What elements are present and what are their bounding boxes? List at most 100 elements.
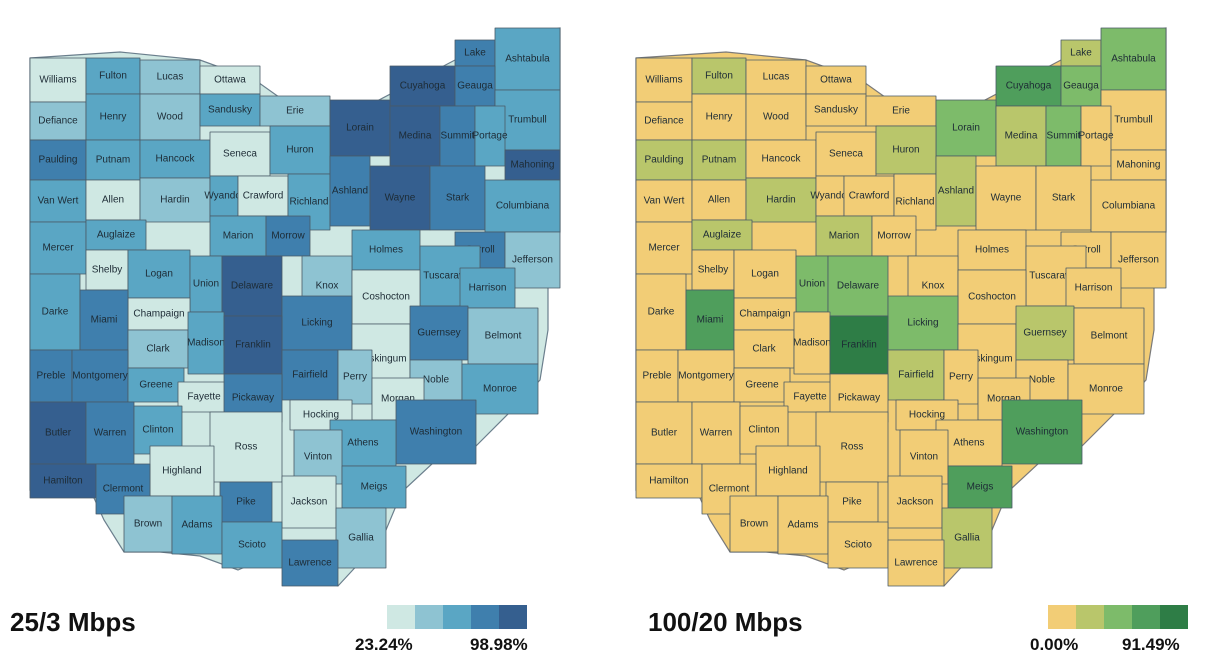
county-madison[interactable]: Madison — [187, 311, 225, 375]
county-shape[interactable] — [887, 349, 945, 401]
county-shape[interactable] — [29, 101, 87, 141]
county-fayette[interactable]: Fayette — [177, 381, 231, 413]
county-shelby[interactable]: Shelby — [691, 249, 735, 291]
county-pike[interactable]: Pike — [825, 481, 879, 523]
county-belmont[interactable]: Belmont — [1073, 307, 1145, 365]
county-montgomery[interactable]: Montgomery — [71, 349, 129, 403]
county-lucas[interactable]: Lucas — [745, 59, 807, 95]
county-shape[interactable] — [29, 57, 87, 103]
county-henry[interactable]: Henry — [85, 93, 141, 141]
county-crawford[interactable]: Crawford — [237, 175, 289, 217]
county-brown[interactable]: Brown — [123, 495, 173, 553]
county-champaign[interactable]: Champaign — [733, 297, 797, 331]
county-shape[interactable] — [395, 399, 477, 465]
county-washington[interactable]: Washington — [395, 399, 477, 465]
county-wood[interactable]: Wood — [745, 93, 807, 141]
county-shape[interactable] — [733, 249, 797, 299]
county-shape[interactable] — [337, 349, 373, 405]
county-shape[interactable] — [829, 315, 889, 375]
county-shape[interactable] — [389, 105, 441, 167]
county-shape[interactable] — [691, 249, 735, 291]
county-lawrence[interactable]: Lawrence — [887, 539, 945, 587]
county-stark[interactable]: Stark — [429, 165, 486, 231]
county-ashland[interactable]: Ashland — [935, 155, 977, 227]
county-shape[interactable] — [1100, 27, 1167, 91]
county-shape[interactable] — [1001, 399, 1083, 465]
county-ottawa[interactable]: Ottawa — [805, 65, 867, 95]
county-shape[interactable] — [691, 93, 747, 141]
county-lake[interactable]: Lake — [454, 39, 496, 67]
county-shape[interactable] — [1035, 165, 1092, 231]
county-summit[interactable]: Summit — [1045, 105, 1082, 167]
county-shape[interactable] — [79, 289, 129, 351]
county-shape[interactable] — [199, 65, 261, 95]
county-holmes[interactable]: Holmes — [957, 229, 1027, 271]
county-shape[interactable] — [139, 59, 201, 95]
county-union[interactable]: Union — [189, 255, 223, 313]
county-williams[interactable]: Williams — [635, 57, 693, 103]
county-ashtabula[interactable]: Ashtabula — [1100, 27, 1167, 91]
county-auglaize[interactable]: Auglaize — [691, 219, 753, 251]
county-wayne[interactable]: Wayne — [369, 165, 431, 231]
county-shape[interactable] — [29, 349, 73, 403]
county-sandusky[interactable]: Sandusky — [805, 93, 867, 127]
county-holmes[interactable]: Holmes — [351, 229, 421, 271]
county-mercer[interactable]: Mercer — [29, 221, 87, 275]
county-shape[interactable] — [29, 179, 87, 223]
county-shape[interactable] — [293, 429, 343, 485]
county-gallia[interactable]: Gallia — [941, 507, 993, 569]
county-shape[interactable] — [935, 155, 977, 227]
county-shape[interactable] — [127, 297, 191, 331]
county-guernsey[interactable]: Guernsey — [1015, 305, 1075, 361]
county-shape[interactable] — [504, 231, 561, 289]
county-meigs[interactable]: Meigs — [947, 465, 1013, 509]
county-shelby[interactable]: Shelby — [85, 249, 129, 291]
county-shape[interactable] — [815, 131, 877, 177]
county-marion[interactable]: Marion — [209, 215, 267, 257]
county-shape[interactable] — [269, 125, 331, 175]
county-shape[interactable] — [793, 311, 831, 375]
county-erie[interactable]: Erie — [865, 95, 937, 127]
county-seneca[interactable]: Seneca — [815, 131, 877, 177]
county-shape[interactable] — [329, 155, 371, 227]
county-montgomery[interactable]: Montgomery — [677, 349, 735, 403]
county-shape[interactable] — [691, 139, 747, 181]
county-hardin[interactable]: Hardin — [139, 177, 211, 223]
county-lawrence[interactable]: Lawrence — [281, 539, 339, 587]
county-harrison[interactable]: Harrison — [459, 267, 516, 309]
county-perry[interactable]: Perry — [943, 349, 979, 405]
county-cuyahoga[interactable]: Cuyahoga — [995, 65, 1062, 107]
county-shape[interactable] — [127, 329, 189, 369]
county-jackson[interactable]: Jackson — [281, 475, 337, 529]
county-harrison[interactable]: Harrison — [1065, 267, 1122, 309]
county-lorain[interactable]: Lorain — [329, 99, 391, 157]
county-henry[interactable]: Henry — [691, 93, 747, 141]
county-shape[interactable] — [1110, 149, 1167, 181]
county-huron[interactable]: Huron — [875, 125, 937, 175]
county-shape[interactable] — [389, 65, 456, 107]
county-shape[interactable] — [745, 139, 817, 179]
county-shape[interactable] — [635, 179, 693, 223]
county-shape[interactable] — [123, 495, 173, 553]
county-shape[interactable] — [805, 65, 867, 95]
county-erie[interactable]: Erie — [259, 95, 331, 127]
county-shape[interactable] — [1060, 39, 1102, 67]
county-shape[interactable] — [975, 165, 1037, 231]
county-meigs[interactable]: Meigs — [341, 465, 407, 509]
county-shape[interactable] — [29, 401, 87, 465]
county-shape[interactable] — [85, 219, 147, 251]
county-logan[interactable]: Logan — [733, 249, 797, 299]
county-shape[interactable] — [995, 65, 1062, 107]
county-shape[interactable] — [139, 139, 211, 179]
county-madison[interactable]: Madison — [793, 311, 831, 375]
county-columbiana[interactable]: Columbiana — [1090, 179, 1167, 233]
county-shape[interactable] — [484, 179, 561, 233]
county-adams[interactable]: Adams — [777, 495, 829, 555]
county-shape[interactable] — [635, 273, 687, 351]
county-shape[interactable] — [494, 27, 561, 91]
county-greene[interactable]: Greene — [733, 367, 791, 403]
county-fulton[interactable]: Fulton — [85, 57, 141, 95]
county-shape[interactable] — [439, 105, 476, 167]
county-mahoning[interactable]: Mahoning — [504, 149, 561, 181]
county-shape[interactable] — [85, 139, 141, 181]
